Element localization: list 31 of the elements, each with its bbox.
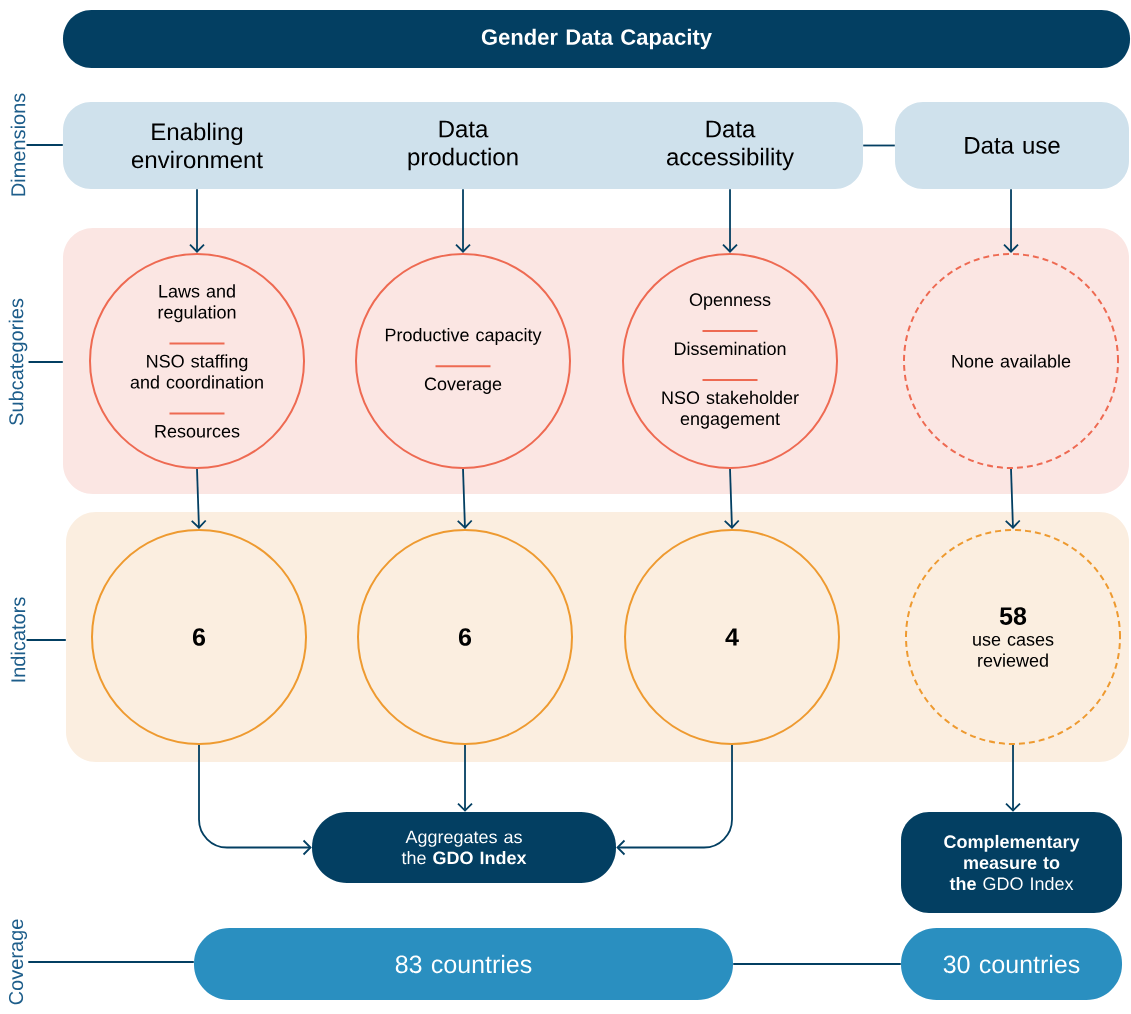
connector-line [27, 961, 195, 963]
result-box: Complementary measure to the GDO Index [901, 812, 1122, 913]
arrow [1003, 188, 1019, 253]
connector-line [862, 144, 896, 147]
arrow [198, 744, 312, 856]
arrow [723, 468, 740, 529]
arrow [722, 188, 738, 253]
coverage-pill: 30 countries [901, 928, 1122, 1000]
arrow [189, 188, 205, 253]
arrow [1005, 744, 1021, 812]
connector-line [25, 144, 64, 146]
arrow [457, 744, 473, 812]
axis-label: Coverage [8, 919, 28, 1005]
axis-label: Indicators [10, 597, 26, 682]
arrow [1004, 468, 1021, 529]
subcategory-band [63, 228, 1129, 494]
axis-label: Subcategories [8, 298, 28, 425]
dimension-box: Data use [895, 102, 1129, 189]
connector-line [732, 963, 902, 965]
dimension-box: Enabling environment Data production Data accessibility [63, 102, 863, 189]
indicator-band [66, 512, 1129, 762]
connector-line [25, 639, 67, 641]
connector-line [27, 361, 64, 363]
result-box: Aggregates as the GDO Index [312, 812, 616, 883]
arrow [190, 468, 207, 529]
arrow [456, 468, 473, 529]
title-bar: Gender Data Capacity [63, 10, 1130, 68]
axis-label: Dimensions [10, 93, 26, 196]
arrow [455, 188, 471, 253]
coverage-pill: 83 countries [194, 928, 733, 1000]
arrow [616, 744, 733, 856]
